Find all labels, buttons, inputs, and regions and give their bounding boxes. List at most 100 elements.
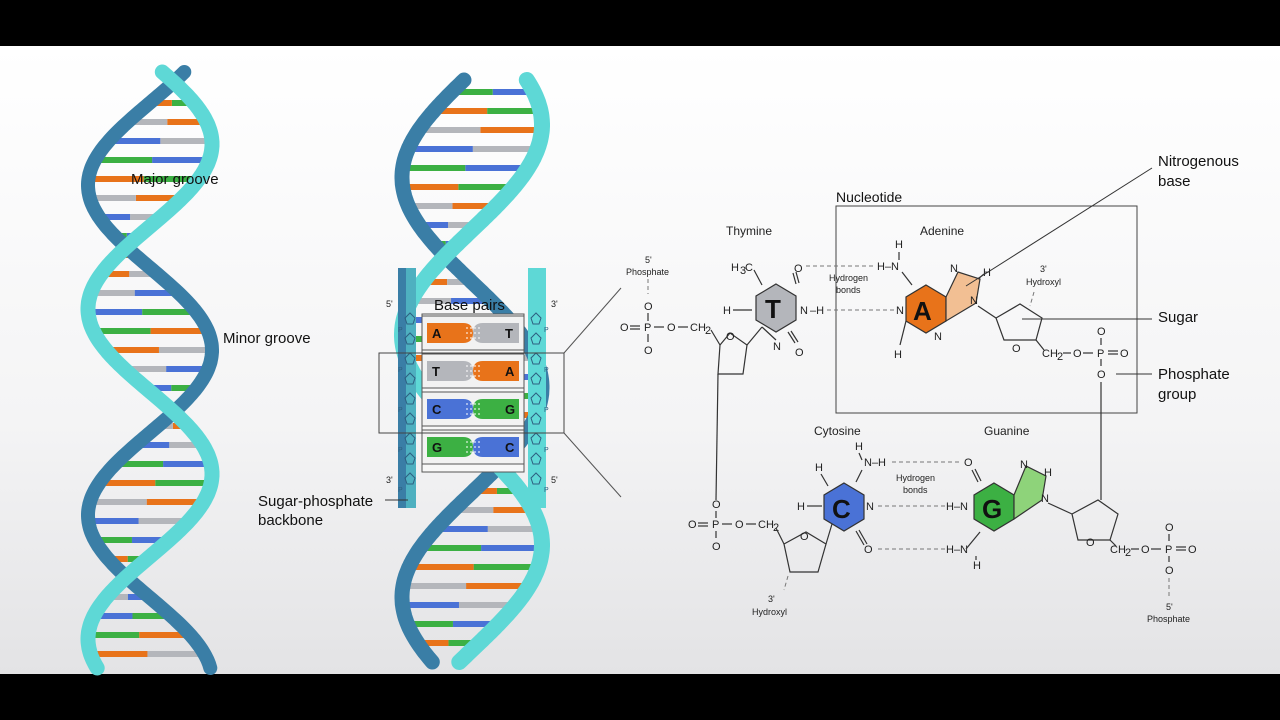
helix-strand-front	[80, 64, 220, 676]
svg-text:H: H	[815, 462, 823, 474]
base-left-letter: A	[432, 326, 442, 341]
svg-text:O: O	[795, 347, 804, 359]
thymine-label: Thymine	[726, 224, 772, 238]
ladder-sugar-unit	[404, 412, 416, 425]
base-left-letter: C	[432, 402, 442, 417]
phosphate-5-bottom-line1: 5'	[1166, 602, 1173, 612]
svg-text:O: O	[735, 519, 744, 531]
svg-text:N: N	[866, 501, 874, 513]
ladder-sugar-unit	[530, 432, 542, 445]
phosphate-mark: P	[398, 447, 403, 454]
adenine-label: Adenine	[920, 224, 964, 238]
ladder-sugar-unit	[404, 372, 416, 385]
ladder-sugar-unit	[404, 472, 416, 485]
ladder-sugar-unit	[404, 432, 416, 445]
svg-text:O: O	[1073, 348, 1082, 360]
hydroxyl-3-top-line2: Hydroxyl	[1026, 277, 1061, 287]
phosphate-5-bottom-line2: Phosphate	[1147, 614, 1190, 624]
svg-text:C: C	[745, 262, 753, 274]
zoom-line-bottom	[563, 432, 622, 498]
svg-text:N–H: N–H	[864, 457, 886, 469]
svg-text:O: O	[1188, 544, 1197, 556]
svg-text:N: N	[896, 305, 904, 317]
minor-groove-label: Minor groove	[223, 330, 311, 347]
svg-text:2: 2	[1057, 351, 1063, 363]
adenine-imidazole	[945, 271, 981, 323]
guanine-imidazole	[1013, 465, 1047, 521]
phosphate-5-top-line1: 5'	[645, 255, 652, 265]
base-pairs-title: Base pairs	[434, 297, 505, 314]
ladder-sugar-unit	[404, 352, 416, 365]
ladder-sugar-unit	[530, 332, 542, 345]
svg-text:2: 2	[1125, 547, 1131, 559]
ladder-sugar-unit	[530, 452, 542, 465]
svg-text:H–N: H–N	[946, 544, 968, 556]
ladder-sugar-unit	[404, 332, 416, 345]
strand-right-top-label: 3'	[551, 299, 558, 309]
thymine-ring	[755, 283, 797, 333]
thymine-letter: T	[765, 294, 781, 324]
svg-text:H: H	[1044, 467, 1052, 479]
svg-text:O: O	[1097, 369, 1106, 381]
helix-strand-back	[81, 65, 219, 675]
svg-text:N: N	[1041, 493, 1049, 505]
ladder-left-highlight	[406, 268, 416, 508]
hydroxyl-3-bottom-line2: Hydroxyl	[752, 607, 787, 617]
svg-text:N: N	[773, 341, 781, 353]
svg-text:O: O	[1165, 565, 1174, 577]
ladder-sugar-unit	[530, 352, 542, 365]
phosphate-mark: P	[398, 327, 403, 334]
adenine-letter: A	[913, 296, 932, 326]
svg-text:–H: –H	[810, 305, 824, 317]
ladder-sugar-unit	[530, 372, 542, 385]
phosphate-mark: P	[544, 487, 549, 494]
svg-text:H: H	[723, 305, 731, 317]
hydrogen-bonds-bottom-line1: Hydrogen	[896, 473, 935, 483]
svg-text:H: H	[894, 349, 902, 361]
svg-text:P: P	[1165, 544, 1172, 556]
phosphate-group-line2: group	[1158, 386, 1196, 403]
ladder-sugar-unit	[530, 392, 542, 405]
guanine-label: Guanine	[984, 424, 1030, 438]
svg-text:P: P	[644, 322, 651, 334]
strand-left-bottom-label: 3'	[386, 475, 393, 485]
svg-text:O: O	[794, 263, 803, 275]
base-right-letter: T	[505, 326, 513, 341]
base-right-block	[473, 437, 519, 457]
svg-text:O: O	[964, 457, 973, 469]
cytosine-ring	[823, 482, 865, 532]
svg-text:CH: CH	[758, 519, 774, 531]
svg-text:H: H	[973, 560, 981, 572]
ladder-sugar-unit	[404, 392, 416, 405]
base-left-block	[427, 323, 473, 343]
strand-right-bottom-label: 5'	[551, 475, 558, 485]
phosphate-mark: P	[398, 367, 403, 374]
backbone-label-line2: backbone	[258, 512, 323, 529]
svg-text:O: O	[800, 531, 809, 543]
svg-text:CH: CH	[1110, 544, 1126, 556]
base-left-letter: G	[432, 440, 442, 455]
bottom-letterbox	[0, 674, 1280, 720]
zoom-highlight-box	[378, 352, 565, 434]
svg-text:O: O	[864, 544, 873, 556]
base-left-block	[427, 399, 473, 419]
chemical-structure: Nucleotide Thymine Adenine Cytosine Guan…	[620, 189, 1197, 624]
svg-text:O: O	[688, 519, 697, 531]
svg-text:O: O	[667, 322, 676, 334]
phosphate-mark: P	[398, 487, 403, 494]
base-right-block	[473, 361, 519, 381]
phosphate-mark: P	[544, 447, 549, 454]
svg-text:O: O	[644, 301, 653, 313]
svg-text:N: N	[934, 331, 942, 343]
ladder-right-backbone	[528, 268, 546, 508]
phosphate-group-line1: Phosphate	[1158, 366, 1230, 383]
base-left-block	[427, 437, 473, 457]
phosphate-mark: P	[398, 407, 403, 414]
svg-text:P: P	[712, 519, 719, 531]
svg-text:N: N	[800, 305, 808, 317]
phosphate-mark: P	[544, 407, 549, 414]
svg-text:O: O	[1086, 537, 1095, 549]
